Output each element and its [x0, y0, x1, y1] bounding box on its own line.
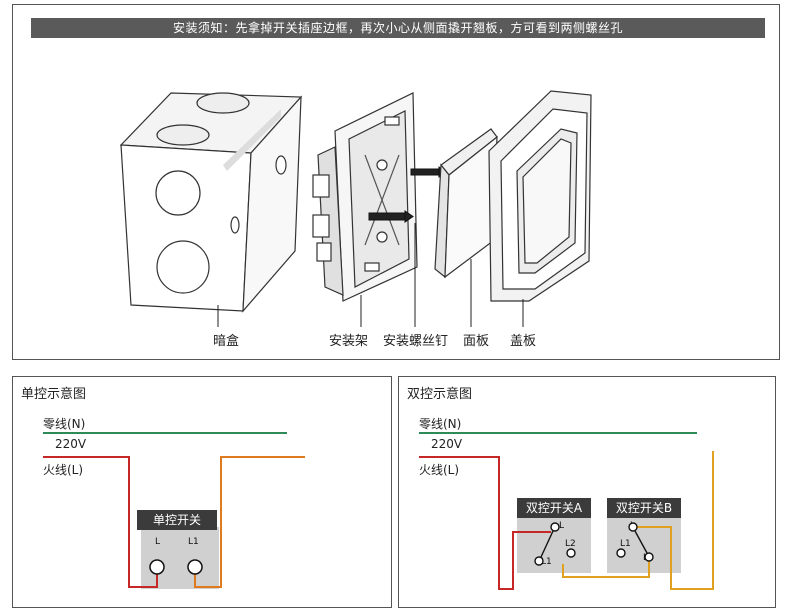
cover-plate — [488, 90, 592, 302]
single-voltage-label: 220V — [55, 437, 87, 451]
single-switch-box — [141, 527, 219, 589]
switch-a-terminal-l2: L2 — [565, 539, 576, 549]
label-panel: 面板 — [463, 334, 490, 349]
label-cover-plate: 盖板 — [510, 334, 537, 349]
single-neutral-label: 零线(N) — [43, 417, 86, 431]
switch-panel — [434, 128, 498, 279]
double-switch-a-tag: 双控开关A — [517, 498, 591, 518]
switch-a-contact-l2 — [566, 548, 576, 558]
single-switch-tag: 单控开关 — [137, 510, 217, 530]
label-mounting-screw: 安装螺丝钉 — [383, 334, 449, 349]
double-control-wiring — [419, 432, 714, 590]
switch-a-contact-l1 — [534, 556, 544, 566]
double-switch-b-tag: 双控开关B — [607, 498, 681, 518]
installation-note-banner: 安装须知：先拿掉开关插座边框，再次小心从侧面撬开翘板，方可看到两侧螺丝孔 — [31, 18, 765, 38]
double-neutral-label: 零线(N) — [419, 417, 462, 431]
switch-a-lever — [540, 530, 554, 558]
switch-a-contact-l — [550, 522, 560, 532]
double-control-panel: 双控示意图 零线(N) 220V 火线(L) 双控开关A L L1 L2 双控开… — [398, 376, 776, 608]
label-mounting-frame: 安装架 — [329, 334, 369, 349]
double-live-wire — [419, 456, 551, 590]
single-terminal-l-screw — [149, 559, 165, 575]
single-control-panel: 单控示意图 零线(N) 220V 火线(L) 单控开关 L L1 — [12, 376, 392, 608]
single-terminal-l1-screw — [187, 559, 203, 575]
double-load-wire — [637, 451, 714, 590]
single-control-wiring — [43, 432, 305, 588]
single-terminal-l1: L1 — [188, 537, 199, 547]
single-load-wire — [194, 456, 305, 588]
switch-a-terminal-l1: L1 — [541, 557, 552, 567]
single-terminal-l: L — [155, 537, 161, 547]
junction-box — [119, 92, 303, 313]
single-live-wire — [43, 456, 158, 588]
single-live-label: 火线(L) — [43, 463, 84, 477]
switch-b-contact-l1 — [616, 548, 626, 558]
switch-b-contact-l — [628, 522, 638, 532]
switch-a-terminal-l: L — [559, 521, 565, 531]
mounting-frame — [312, 92, 418, 302]
switch-b-contact-l2 — [644, 552, 654, 562]
switch-b-terminal-l1: L1 — [620, 539, 631, 549]
double-traveler-wire — [562, 560, 650, 578]
exploded-view-panel: 安装须知：先拿掉开关插座边框，再次小心从侧面撬开翘板，方可看到两侧螺丝孔 — [12, 4, 780, 360]
exploded-view-illustration — [119, 90, 592, 327]
double-control-title: 双控示意图 — [407, 387, 473, 402]
label-junction-box: 暗盒 — [213, 334, 240, 349]
single-control-title: 单控示意图 — [21, 387, 87, 402]
switch-b-lever — [634, 530, 648, 554]
double-voltage-label: 220V — [431, 437, 463, 451]
double-live-label: 火线(L) — [419, 463, 460, 477]
